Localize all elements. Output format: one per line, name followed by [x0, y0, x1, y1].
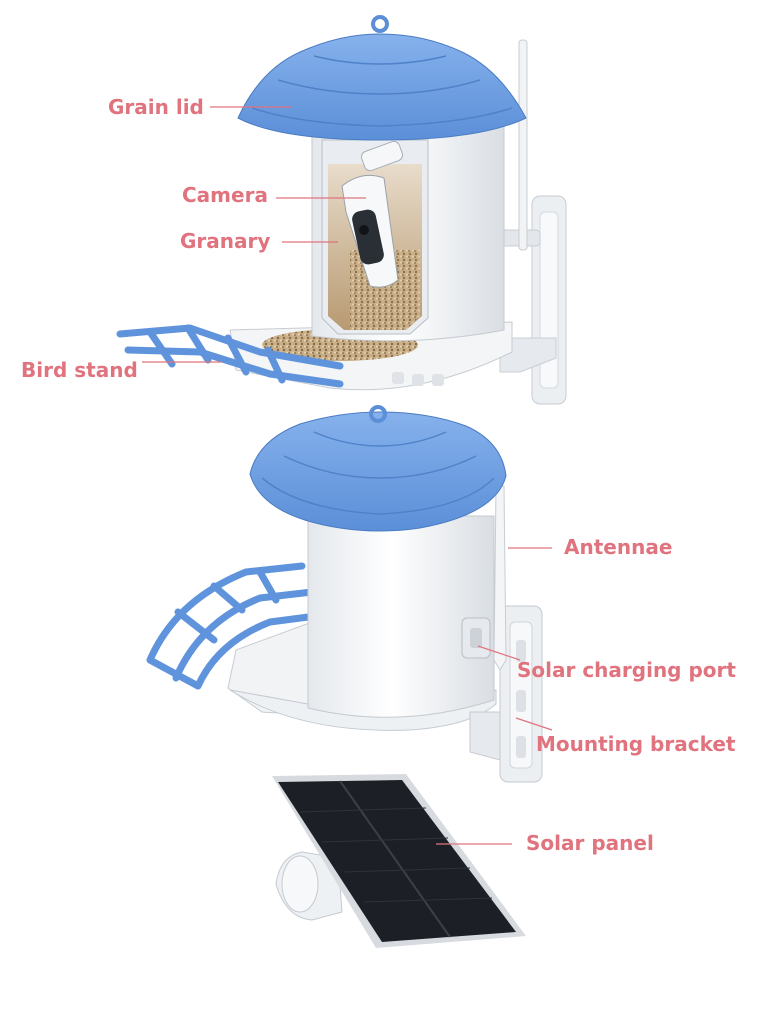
solar-panel-board	[272, 774, 526, 948]
middle-bird-stand	[146, 562, 320, 690]
label-solar-charging-port: Solar charging port	[517, 658, 736, 682]
label-camera: Camera	[182, 183, 268, 207]
middle-antenna	[493, 485, 507, 671]
label-bird-stand: Bird stand	[21, 358, 138, 382]
leader-line-mounting-bracket	[515, 717, 553, 731]
top-bird-stand	[116, 324, 344, 388]
label-mounting-bracket: Mounting bracket	[536, 732, 736, 756]
camera-module	[341, 140, 404, 288]
middle-feeder	[146, 405, 543, 783]
label-solar-panel: Solar panel	[526, 831, 654, 855]
middle-grain-lid	[249, 405, 507, 532]
top-antenna	[518, 39, 528, 251]
top-mounting-bracket	[499, 195, 567, 405]
solar-panel-assembly	[272, 774, 526, 948]
label-grain-lid: Grain lid	[108, 95, 204, 119]
label-antennae: Antennae	[564, 535, 673, 559]
leader-line-solar-charging-port	[477, 645, 521, 661]
middle-feeder-body	[307, 515, 495, 718]
top-feeder	[116, 15, 567, 405]
label-granary: Granary	[180, 229, 271, 253]
top-grain-lid	[237, 15, 527, 141]
solar-panel-mount	[275, 851, 343, 921]
top-feeder-body	[311, 125, 505, 342]
leader-lines	[142, 106, 553, 845]
